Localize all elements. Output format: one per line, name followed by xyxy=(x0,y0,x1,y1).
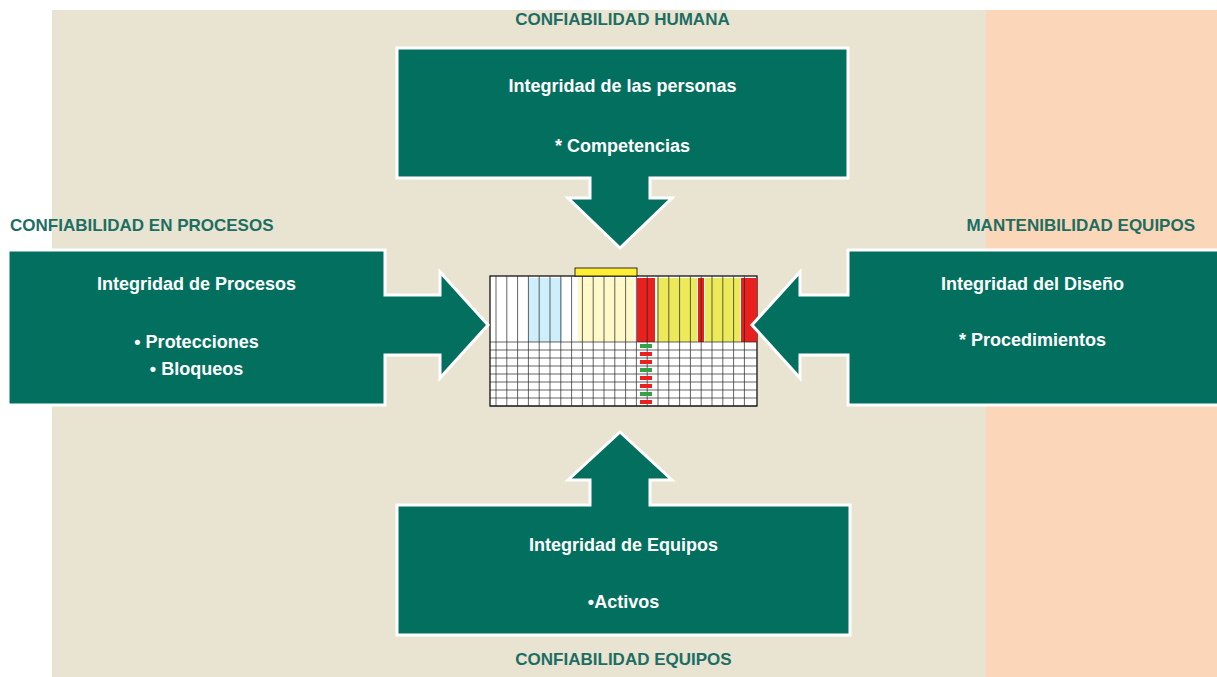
matrix-mark xyxy=(640,352,652,356)
matrix-grid xyxy=(733,276,734,406)
box-item: * Competencias xyxy=(397,136,848,157)
matrix-mark xyxy=(640,400,652,404)
box-item: * Procedimientos xyxy=(848,330,1217,351)
matrix-grid xyxy=(490,382,757,383)
box-item: Integridad de las personas xyxy=(397,76,848,97)
matrix-cell xyxy=(528,278,562,342)
matrix-grid xyxy=(712,276,713,406)
matrix-grid xyxy=(625,276,626,406)
matrix-grid xyxy=(560,276,561,406)
box-outline xyxy=(397,432,850,635)
matrix-illustration xyxy=(490,268,757,406)
matrix-cell xyxy=(637,278,655,342)
matrix-mark xyxy=(640,344,652,348)
matrix-grid xyxy=(690,276,691,406)
category-heading: MANTENIBILIDAD EQUIPOS xyxy=(966,216,1195,236)
box-item: Integridad de Procesos xyxy=(8,274,385,295)
matrix-grid xyxy=(679,276,680,406)
matrix-cell xyxy=(657,278,697,342)
matrix-mark xyxy=(640,384,652,388)
box-outline xyxy=(397,48,848,248)
box-item: • Protecciones xyxy=(8,332,385,353)
equipment-reliability-box: Integridad de Equipos•ActivosCONFIABILID… xyxy=(397,505,850,635)
matrix-grid xyxy=(528,276,529,406)
matrix-grid xyxy=(614,276,615,406)
matrix-grid xyxy=(593,276,594,406)
human-reliability-box: CONFIABILIDAD HUMANAIntegridad de las pe… xyxy=(397,48,848,178)
matrix-grid xyxy=(539,276,540,406)
matrix-grid xyxy=(604,276,605,406)
matrix-grid xyxy=(658,276,659,406)
matrix-mark xyxy=(640,368,652,372)
process-reliability-box: CONFIABILIDAD EN PROCESOSIntegridad de P… xyxy=(8,250,385,405)
matrix-grid xyxy=(550,276,551,406)
category-heading: CONFIABILIDAD EQUIPOS xyxy=(397,650,850,670)
matrix-grid xyxy=(490,358,757,359)
equipment-maintainability-box: MANTENIBILIDAD EQUIPOSIntegridad del Dis… xyxy=(848,250,1217,405)
matrix-grid xyxy=(636,276,637,406)
matrix-mark xyxy=(640,360,652,364)
matrix-grid xyxy=(490,398,757,399)
matrix-grid xyxy=(490,366,757,367)
matrix-grid xyxy=(517,276,518,406)
category-heading: CONFIABILIDAD EN PROCESOS xyxy=(10,216,274,236)
matrix-grid xyxy=(744,276,745,406)
box-outline xyxy=(8,250,488,405)
matrix-header xyxy=(575,268,637,276)
matrix-grid xyxy=(506,276,507,406)
box-title: Integridad de Equipos xyxy=(397,535,850,556)
matrix-grid xyxy=(571,276,572,406)
matrix-grid xyxy=(701,276,702,406)
box-item: Integridad del Diseño xyxy=(848,274,1217,295)
matrix-cell xyxy=(741,278,757,342)
box-outline xyxy=(752,250,1217,405)
matrix-grid xyxy=(490,406,757,407)
matrix-grid xyxy=(490,350,757,351)
category-heading: CONFIABILIDAD HUMANA xyxy=(397,10,848,30)
matrix-mark xyxy=(640,392,652,396)
matrix-grid xyxy=(490,342,757,343)
matrix-grid xyxy=(490,390,757,391)
matrix-mark xyxy=(640,376,652,380)
matrix-grid xyxy=(582,276,583,406)
box-item: • Bloqueos xyxy=(8,359,385,380)
matrix-grid xyxy=(496,276,497,406)
matrix-frame xyxy=(490,276,757,406)
matrix-grid xyxy=(490,374,757,375)
matrix-grid xyxy=(668,276,669,406)
matrix-grid xyxy=(722,276,723,406)
box-item: •Activos xyxy=(397,592,850,613)
